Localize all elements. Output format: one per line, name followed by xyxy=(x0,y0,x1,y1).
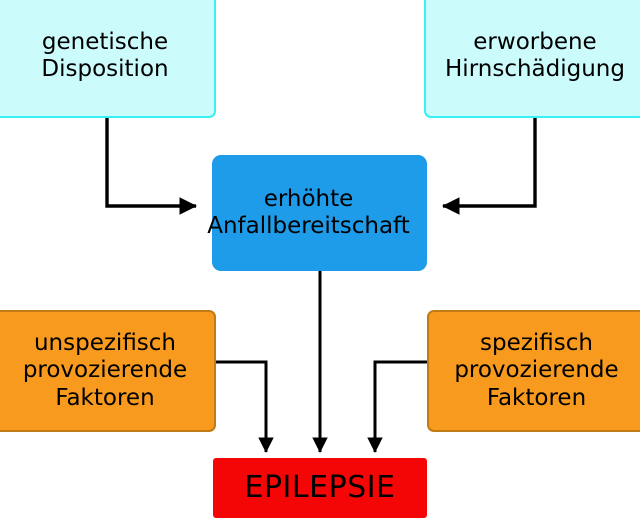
node-unspecific-line-1: unspezifisch xyxy=(33,330,177,357)
node-unspecific-line-2: provozierende xyxy=(22,357,188,384)
node-acquired-line-1: erworbene xyxy=(473,28,597,55)
edge-specific-to-epilepsy xyxy=(367,360,427,453)
node-specific-line-2: provozierende xyxy=(454,357,619,384)
edge-unspecific-to-epilepsy xyxy=(216,360,274,453)
node-acquired-line-2: Hirnschädigung xyxy=(445,56,625,82)
node-specific-line-3: Faktoren xyxy=(486,384,587,411)
node-genetic-line-2: Disposition xyxy=(41,56,169,82)
node-epilepsy-label: EPILEPSIE xyxy=(244,470,396,506)
node-unspecific-line-3: Faktoren xyxy=(55,384,155,411)
node-specific-line-1: spezifisch xyxy=(480,330,593,357)
edge-genetic-to-seizure xyxy=(105,118,198,215)
node-seizure-line-1: erhöhte xyxy=(263,185,354,212)
node-seizure-line-2: Anfallbereitschaft xyxy=(207,213,410,239)
node-epilepsie[interactable]: EPILEPSIE xyxy=(213,458,427,518)
node-genetic-line-1: genetische xyxy=(41,28,169,55)
edge-acquired-to-seizure xyxy=(441,118,537,215)
